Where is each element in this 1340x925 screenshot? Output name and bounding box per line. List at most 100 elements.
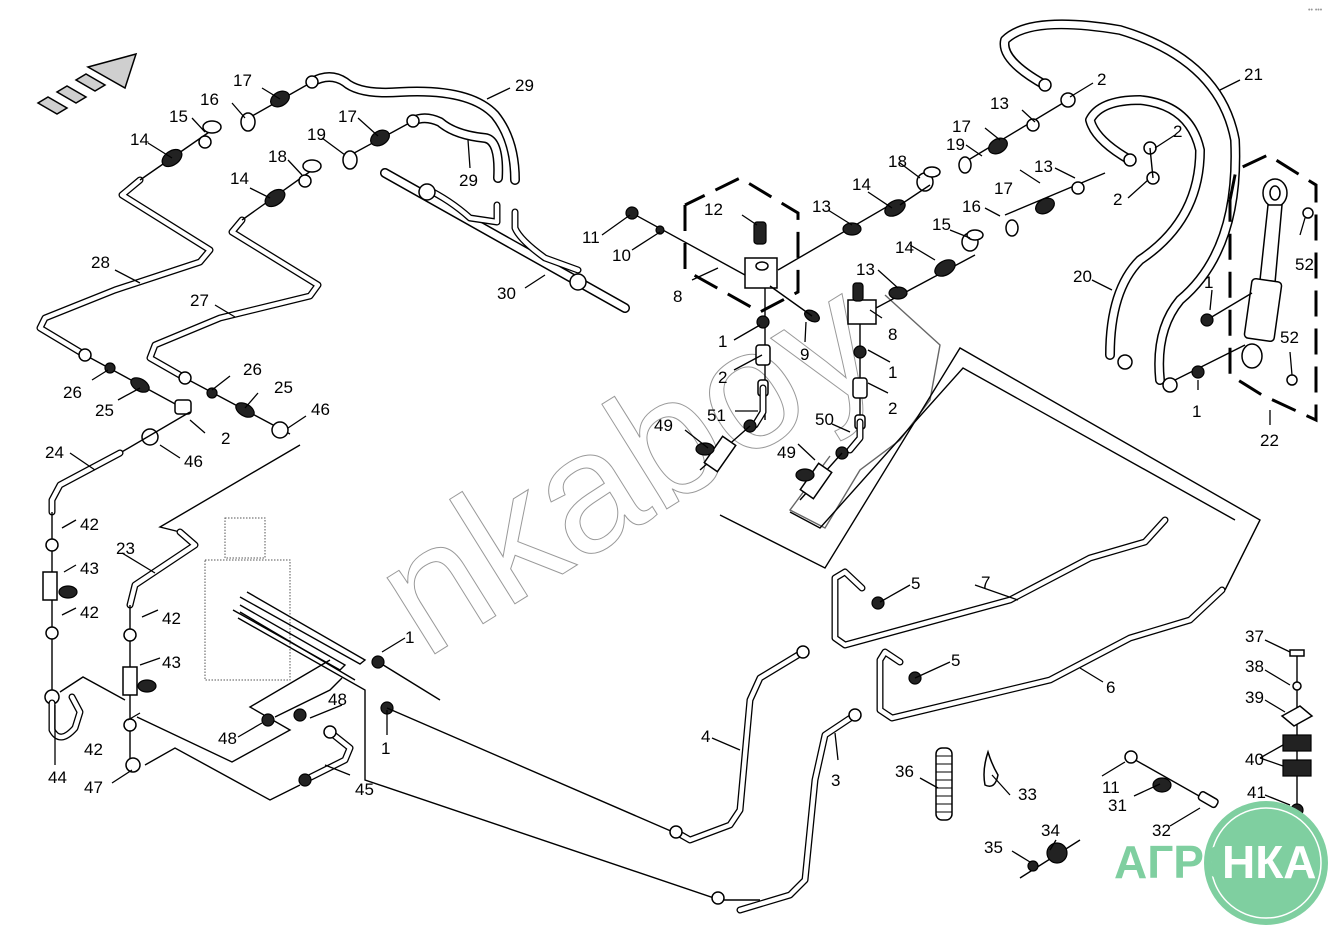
callout-8: 8 bbox=[888, 325, 897, 344]
callout-7: 7 bbox=[981, 573, 990, 592]
callout-2: 2 bbox=[1173, 122, 1182, 141]
callout-11: 11 bbox=[582, 228, 600, 247]
callout-46: 46 bbox=[311, 400, 330, 419]
callout-32: 32 bbox=[1152, 821, 1171, 840]
callout-22: 22 bbox=[1260, 431, 1279, 450]
tube-24 bbox=[42, 449, 124, 705]
callout-19: 19 bbox=[946, 135, 965, 154]
callout-45: 45 bbox=[355, 780, 374, 799]
callout-39: 39 bbox=[1245, 688, 1264, 707]
callout-36: 36 bbox=[895, 762, 914, 781]
callout-17: 17 bbox=[338, 107, 357, 126]
callout-1: 1 bbox=[1192, 402, 1201, 421]
callout-13: 13 bbox=[856, 260, 875, 279]
callout-43: 43 bbox=[162, 653, 181, 672]
callout-16: 16 bbox=[200, 90, 219, 109]
callout-13: 13 bbox=[812, 197, 831, 216]
misc-parts bbox=[935, 649, 1314, 879]
agronka-logo: АГРО НКА bbox=[1114, 801, 1328, 925]
pipe-30 bbox=[380, 168, 630, 313]
callout-6: 6 bbox=[1106, 678, 1115, 697]
callout-2: 2 bbox=[1113, 190, 1122, 209]
callout-42: 42 bbox=[162, 609, 181, 628]
hose-21 bbox=[999, 19, 1241, 393]
callout-19: 19 bbox=[307, 125, 326, 144]
hose-20 bbox=[1085, 95, 1205, 370]
tube-23 bbox=[122, 444, 301, 773]
tube-44 bbox=[48, 693, 84, 741]
logo-text-left: АГРО bbox=[1114, 836, 1239, 888]
callout-2: 2 bbox=[1097, 70, 1106, 89]
leader-lines bbox=[54, 79, 1306, 863]
callout-8: 8 bbox=[673, 287, 682, 306]
callout-37: 37 bbox=[1245, 627, 1264, 646]
callout-47: 47 bbox=[84, 778, 103, 797]
callout-15: 15 bbox=[932, 215, 951, 234]
callout-17: 17 bbox=[233, 71, 252, 90]
callout-15: 15 bbox=[169, 107, 188, 126]
callout-17: 17 bbox=[994, 179, 1013, 198]
callout-4: 4 bbox=[701, 727, 710, 746]
callout-26: 26 bbox=[63, 383, 82, 402]
routing-outline bbox=[719, 347, 1261, 591]
corner-mark: •• ••• bbox=[1308, 7, 1323, 14]
callout-52: 52 bbox=[1295, 255, 1314, 274]
tube-7 bbox=[831, 516, 1169, 649]
tube-3 bbox=[711, 708, 862, 914]
callout-41: 41 bbox=[1247, 783, 1266, 802]
callout-52: 52 bbox=[1280, 328, 1299, 347]
callout-9: 9 bbox=[800, 345, 809, 364]
callout-24: 24 bbox=[45, 443, 64, 462]
logo-circle bbox=[1204, 801, 1328, 925]
callout-20: 20 bbox=[1073, 267, 1092, 286]
callout-25: 25 bbox=[95, 401, 114, 420]
fittings-left-upper bbox=[139, 75, 420, 221]
callout-5: 5 bbox=[951, 651, 960, 670]
callout-1: 1 bbox=[718, 332, 727, 351]
tube-27 bbox=[146, 216, 322, 382]
fittings-right-upper bbox=[958, 92, 1160, 237]
callout-18: 18 bbox=[888, 152, 907, 171]
tube-28 bbox=[36, 176, 214, 359]
callout-35: 35 bbox=[984, 838, 1003, 857]
tube-6 bbox=[876, 586, 1226, 722]
callout-3: 3 bbox=[831, 771, 840, 790]
callout-27: 27 bbox=[190, 291, 209, 310]
callout-1: 1 bbox=[405, 628, 414, 647]
callout-11: 11 bbox=[1102, 778, 1120, 797]
return-lines bbox=[59, 659, 354, 801]
valve-block-8-right bbox=[788, 229, 984, 529]
callout-42: 42 bbox=[80, 603, 99, 622]
callout-14: 14 bbox=[895, 238, 914, 257]
callout-51: 51 bbox=[707, 406, 726, 425]
callout-26: 26 bbox=[243, 360, 262, 379]
callout-10: 10 bbox=[612, 246, 631, 265]
callout-1: 1 bbox=[381, 739, 390, 758]
callout-49: 49 bbox=[654, 416, 673, 435]
callout-18: 18 bbox=[268, 147, 287, 166]
callout-23: 23 bbox=[116, 539, 135, 558]
hose-29-upper bbox=[307, 72, 520, 185]
callout-38: 38 bbox=[1245, 657, 1264, 676]
callout-34: 34 bbox=[1041, 821, 1060, 840]
logo-text-right: НКА bbox=[1222, 836, 1317, 888]
callout-14: 14 bbox=[130, 130, 149, 149]
callout-2: 2 bbox=[888, 399, 897, 418]
callout-50: 50 bbox=[815, 410, 834, 429]
callout-16: 16 bbox=[962, 197, 981, 216]
callout-14: 14 bbox=[230, 169, 249, 188]
hose-29-lower bbox=[408, 113, 504, 183]
direction-arrow-icon bbox=[36, 52, 138, 115]
control-valve-block bbox=[204, 517, 760, 901]
callout-46: 46 bbox=[184, 452, 203, 471]
callout-44: 44 bbox=[48, 768, 67, 787]
callout-12: 12 bbox=[704, 200, 723, 219]
callout-33: 33 bbox=[1018, 785, 1037, 804]
callout-1: 1 bbox=[1204, 273, 1213, 292]
callout-48: 48 bbox=[328, 690, 347, 709]
logo-circle-ring bbox=[1210, 807, 1322, 919]
callout-2: 2 bbox=[718, 368, 727, 387]
callout-1: 1 bbox=[888, 363, 897, 382]
callout-31: 31 bbox=[1108, 796, 1127, 815]
